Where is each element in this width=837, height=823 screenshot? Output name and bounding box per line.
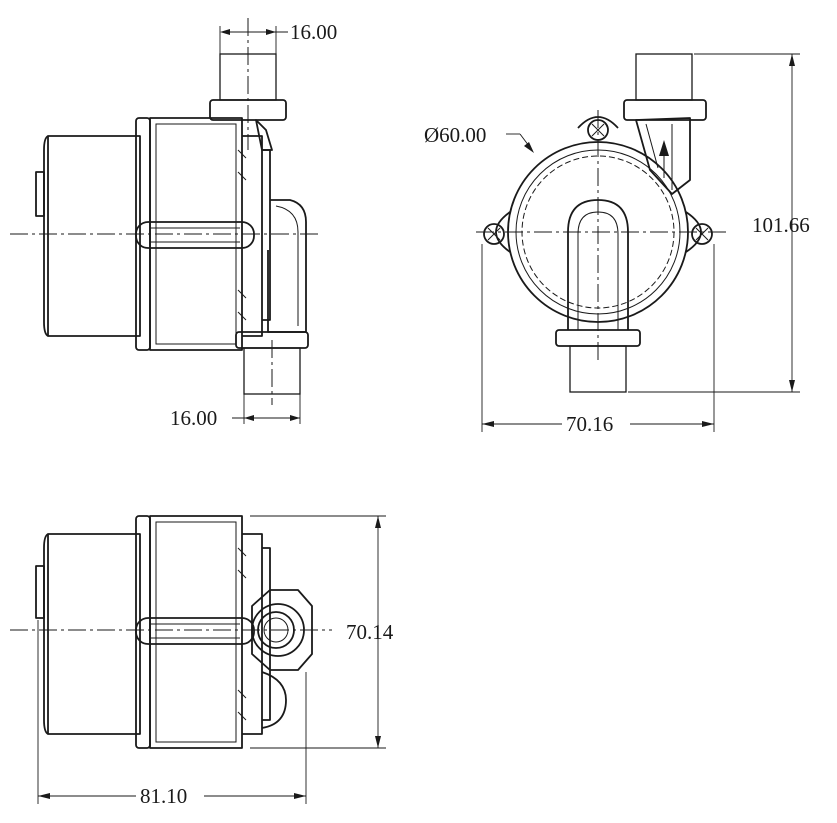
dim-bottom-height: 70.14: [250, 515, 394, 749]
dim-label-overall-height: 101.66: [752, 213, 810, 237]
dim-overall-height: 101.66: [628, 53, 810, 393]
dim-label-top-port: 16.00: [290, 20, 337, 44]
front-view: [476, 53, 726, 393]
dim-label-bottom-height: 70.14: [346, 620, 394, 644]
screw-lug-left: [483, 211, 511, 253]
dim-label-bottom-port: 16.00: [170, 406, 217, 430]
dim-label-front-width: 70.16: [566, 412, 613, 436]
bottom-view: [10, 515, 332, 749]
dim-diameter: Ø60.00: [424, 123, 534, 153]
dim-bottom-port: 16.00: [170, 394, 301, 430]
dim-top-port: 16.00: [219, 20, 337, 56]
side-view: [10, 18, 322, 405]
dim-label-overall-length: 81.10: [140, 784, 187, 808]
dim-overall-length: 81.10: [37, 620, 307, 808]
dim-label-diameter: Ø60.00: [424, 123, 486, 147]
dim-front-width: 70.16: [481, 244, 715, 436]
